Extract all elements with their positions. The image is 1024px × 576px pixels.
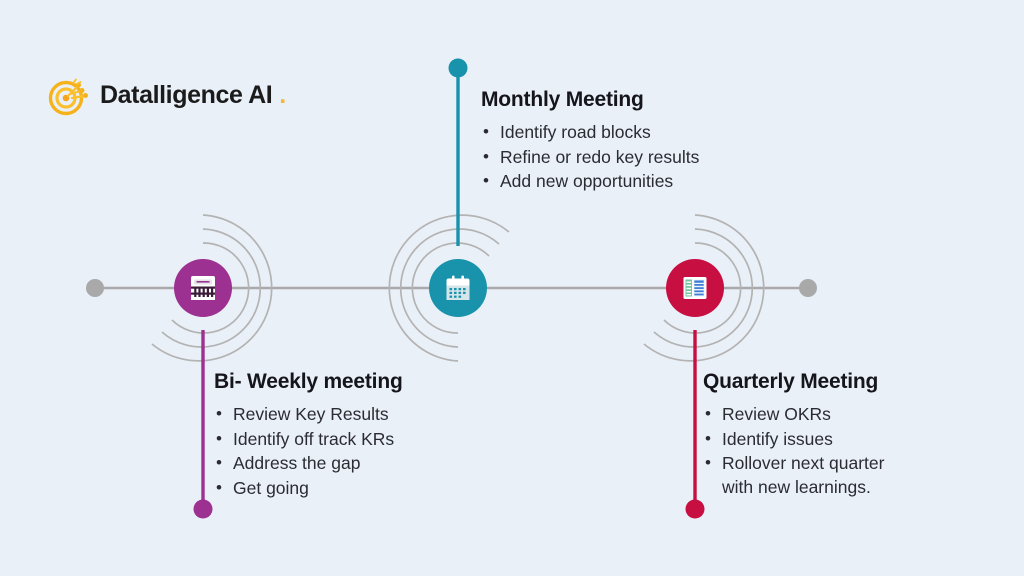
list-item: Review Key Results: [214, 402, 403, 427]
node-biweekly-icon-wrap[interactable]: [181, 266, 225, 310]
node-biweekly-rings: [151, 214, 273, 362]
list-item: Identify road blocks: [481, 120, 699, 145]
list-item: Identify issues: [703, 427, 884, 452]
node-monthly-rings: [388, 214, 510, 362]
node-quarterly-icon-wrap[interactable]: [673, 266, 717, 310]
list-item: Refine or redo key results: [481, 145, 699, 170]
node-monthly-icon-wrap[interactable]: [436, 266, 480, 310]
brand-dot: .: [279, 80, 287, 109]
block-quarterly: Quarterly Meeting Review OKRs Identify i…: [703, 370, 884, 500]
node-quarterly-rings: [643, 214, 765, 362]
block-monthly: Monthly Meeting Identify road blocks Ref…: [481, 88, 699, 195]
list-item: Get going: [214, 476, 403, 501]
list-item: Review OKRs: [703, 402, 884, 427]
report-list-icon: [683, 277, 707, 299]
spreadsheet-icon: [191, 276, 215, 300]
block-biweekly-title: Bi- Weekly meeting: [214, 370, 403, 393]
node-quarterly-stem-dot: [685, 499, 705, 519]
block-biweekly-list: Review Key Results Identify off track KR…: [214, 402, 403, 501]
block-biweekly: Bi- Weekly meeting Review Key Results Id…: [214, 370, 403, 501]
block-quarterly-list: Review OKRs Identify issues Rollover nex…: [703, 402, 884, 499]
target-dart-icon: [48, 78, 88, 116]
block-quarterly-title: Quarterly Meeting: [703, 370, 879, 393]
brand-logo: Datalligence AI .: [48, 74, 286, 116]
block-monthly-title: Monthly Meeting: [481, 88, 644, 111]
calendar-icon: [446, 275, 470, 300]
timeline-start-dot: [86, 279, 104, 297]
list-item: Add new opportunities: [481, 169, 699, 194]
list-item: Identify off track KRs: [214, 427, 403, 452]
list-item: Address the gap: [214, 451, 403, 476]
brand-name: Datalligence AI: [100, 80, 273, 109]
node-biweekly-stem-dot: [193, 499, 213, 519]
block-monthly-list: Identify road blocks Refine or redo key …: [481, 120, 699, 194]
node-monthly-stem-dot: [448, 58, 468, 78]
list-item: Rollover next quarter with new learnings…: [703, 451, 884, 499]
timeline-end-dot: [799, 279, 817, 297]
